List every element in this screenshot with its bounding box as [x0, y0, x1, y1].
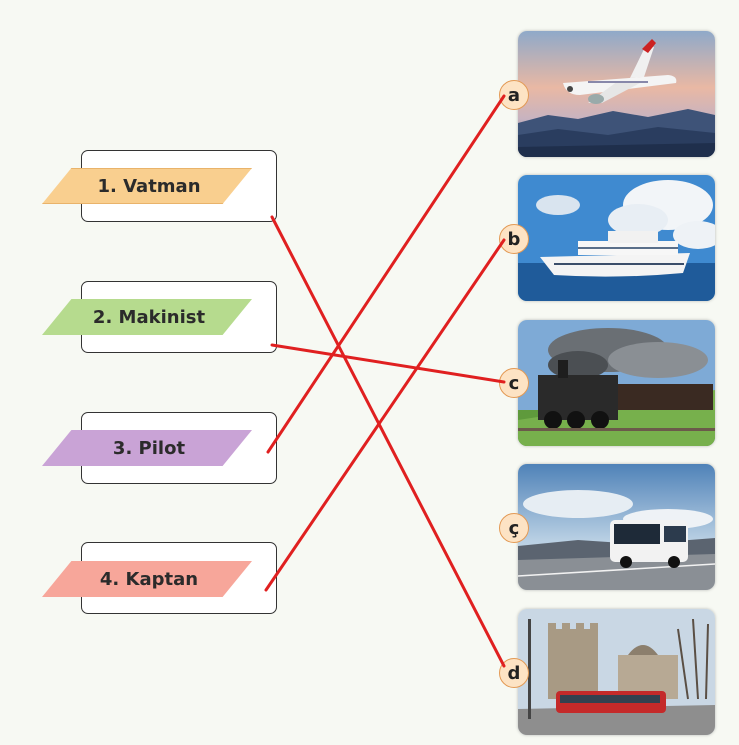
- letter-label: a: [507, 84, 521, 106]
- left-item-label: 1. Vatman: [97, 175, 201, 197]
- letter-d: d: [499, 658, 529, 688]
- line-kaptan-b: [264, 238, 506, 592]
- left-item-label: 4. Kaptan: [99, 568, 199, 590]
- line-pilot-a: [266, 94, 506, 454]
- steam-train-photo: [518, 320, 715, 446]
- left-item-vatman: 1. Vatman: [42, 168, 252, 204]
- bus-photo: [518, 464, 715, 590]
- letter-label: b: [507, 228, 521, 250]
- letter-b: b: [499, 224, 529, 254]
- letter-label: d: [507, 662, 521, 684]
- left-item-makinist: 2. Makinist: [42, 299, 252, 335]
- letter-c-cedilla: ç: [499, 513, 529, 543]
- airplane-photo: [518, 31, 715, 157]
- left-item-label: 3. Pilot: [112, 437, 186, 459]
- left-item-kaptan: 4. Kaptan: [42, 561, 252, 597]
- letter-a: a: [499, 80, 529, 110]
- line-makinist-c: [270, 343, 506, 384]
- line-vatman-d: [270, 215, 506, 668]
- left-item-pilot: 3. Pilot: [42, 430, 252, 466]
- tram-photo: [518, 609, 715, 735]
- letter-label: c: [508, 372, 520, 394]
- letter-label: ç: [508, 517, 520, 539]
- cruise-ship-photo: [518, 175, 715, 301]
- left-item-label: 2. Makinist: [92, 306, 206, 328]
- letter-c: c: [499, 368, 529, 398]
